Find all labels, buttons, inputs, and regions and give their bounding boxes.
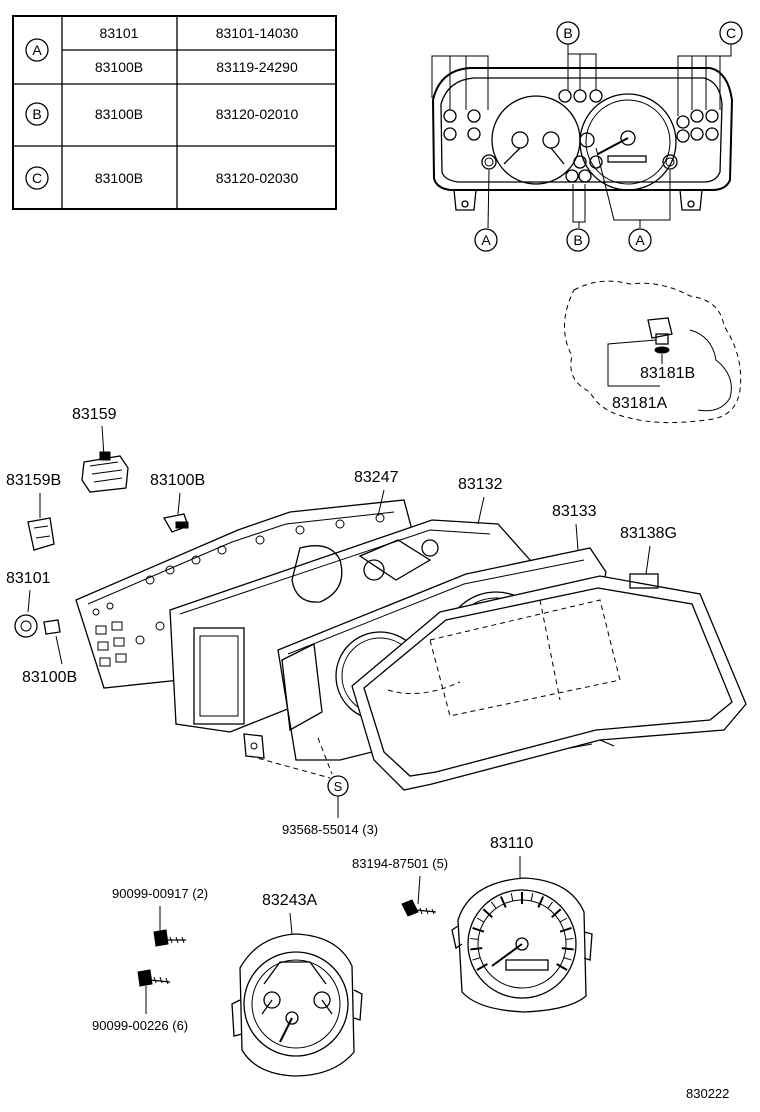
callout-s: S xyxy=(334,779,343,794)
table-key-a: A xyxy=(32,42,42,58)
label-83100b-bottom: 83100B xyxy=(22,669,77,686)
table-part: 83100B xyxy=(95,106,143,122)
table-number: 83120-02030 xyxy=(216,170,299,186)
dial-tick xyxy=(561,947,574,951)
callout-c-top: C xyxy=(726,25,736,41)
diagram-id: 830222 xyxy=(686,1086,729,1101)
label-83181a: 83181A xyxy=(612,395,667,412)
dial-tick xyxy=(476,963,488,971)
label-93568-55014: 93568-55014 (3) xyxy=(282,822,378,837)
dial-tick xyxy=(565,938,574,940)
label-83194-87501: 83194-87501 (5) xyxy=(352,856,448,871)
dial-tick xyxy=(482,908,493,918)
dial-tick xyxy=(559,917,568,923)
dial-tick xyxy=(559,926,572,933)
label-83159: 83159 xyxy=(72,406,117,423)
table-number: 83119-24290 xyxy=(216,59,298,75)
speedometer-83110: 83110 83194-87501 (5) xyxy=(352,835,593,1013)
sensor-detail: 83181B 83181A xyxy=(563,280,742,424)
label-83101: 83101 xyxy=(6,570,51,587)
dial-tick xyxy=(472,957,481,961)
table-number: 83120-02010 xyxy=(216,106,299,122)
dial-tick xyxy=(563,957,572,961)
tachometer-83243a: 83243A 90099-00917 (2) 90099-00226 (6) xyxy=(92,886,363,1077)
table-row: B 83100B 83120-02010 xyxy=(25,102,299,126)
label-83181b: 83181B xyxy=(640,365,695,382)
table-row: C 83100B 83120-02030 xyxy=(25,166,299,190)
table-key-b: B xyxy=(32,106,41,122)
callout-a-right: A xyxy=(635,232,645,248)
label-83247: 83247 xyxy=(354,469,399,486)
dial-tick xyxy=(491,901,497,909)
callout-b-bottom: B xyxy=(573,232,582,248)
cluster-rear-view: B C A B A xyxy=(431,21,743,252)
dial-tick xyxy=(530,893,534,902)
dial-tick xyxy=(510,893,514,902)
dial-tick xyxy=(499,896,507,908)
dial-tick xyxy=(470,938,479,940)
label-83110: 83110 xyxy=(490,835,533,852)
label-90099-00226: 90099-00226 (6) xyxy=(92,1018,188,1033)
label-83100b-top: 83100B xyxy=(150,472,205,489)
dial-tick xyxy=(537,896,545,908)
dial-tick xyxy=(556,963,568,971)
dial-tick xyxy=(472,926,485,933)
label-83133: 83133 xyxy=(552,503,597,520)
table-part: 83100B xyxy=(95,59,143,75)
small-parts-left: 83159 83159B 83100B 83101 83100B xyxy=(6,406,205,686)
label-83243a: 83243A xyxy=(262,892,317,909)
table-number: 83101-14030 xyxy=(216,25,299,41)
bulb-table: A 83101 83101-14030 83100B 83119-24290 B… xyxy=(12,15,337,210)
dial-tick xyxy=(547,901,553,909)
table-key-c: C xyxy=(32,170,42,186)
label-83138g: 83138G xyxy=(620,525,677,542)
callout-b-top: B xyxy=(563,25,572,41)
dial-tick xyxy=(470,947,483,951)
callout-a-left: A xyxy=(481,232,491,248)
table-part: 83101 xyxy=(100,25,139,41)
table-part: 83100B xyxy=(95,170,143,186)
table-row: A 83101 83101-14030 xyxy=(25,25,299,62)
label-90099-00917: 90099-00917 (2) xyxy=(112,886,208,901)
dial-tick xyxy=(476,917,485,923)
dial-tick xyxy=(551,908,562,918)
exploded-assembly: 83247 83132 83133 83138G xyxy=(75,469,747,837)
label-83159b: 83159B xyxy=(6,472,61,489)
table-row: 83100B 83119-24290 xyxy=(95,59,298,75)
label-83132: 83132 xyxy=(458,476,503,493)
